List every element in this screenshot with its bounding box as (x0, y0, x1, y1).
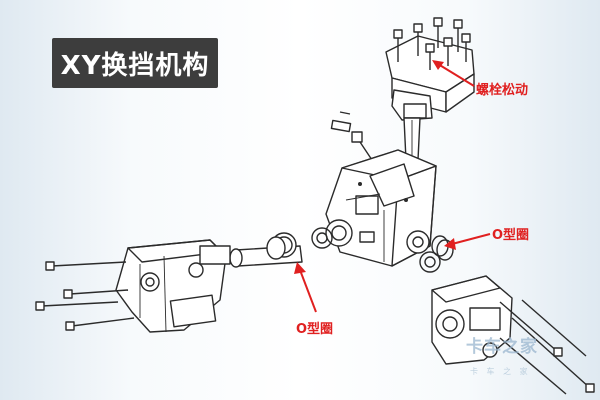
right-actuator-assembly (419, 235, 595, 395)
page-title: XY换挡机构 (52, 38, 218, 88)
bolt-set-right (499, 299, 595, 395)
callout-o-ring-left: O型圈 (296, 322, 334, 337)
central-gearbox-housing (325, 149, 437, 267)
callout-arrows (294, 60, 491, 313)
watermark-logo: 卡车之家 (466, 337, 538, 357)
top-shift-tower (330, 17, 475, 161)
bolt-set-top (393, 17, 471, 70)
left-actuator-assembly (35, 227, 333, 333)
callout-bolt-loose: 螺栓松动 (476, 83, 529, 98)
bolt-set-left (35, 261, 135, 331)
watermark-subtext: 卡 车 之 家 (470, 367, 531, 376)
callout-o-ring-right: O型圈 (492, 228, 530, 243)
